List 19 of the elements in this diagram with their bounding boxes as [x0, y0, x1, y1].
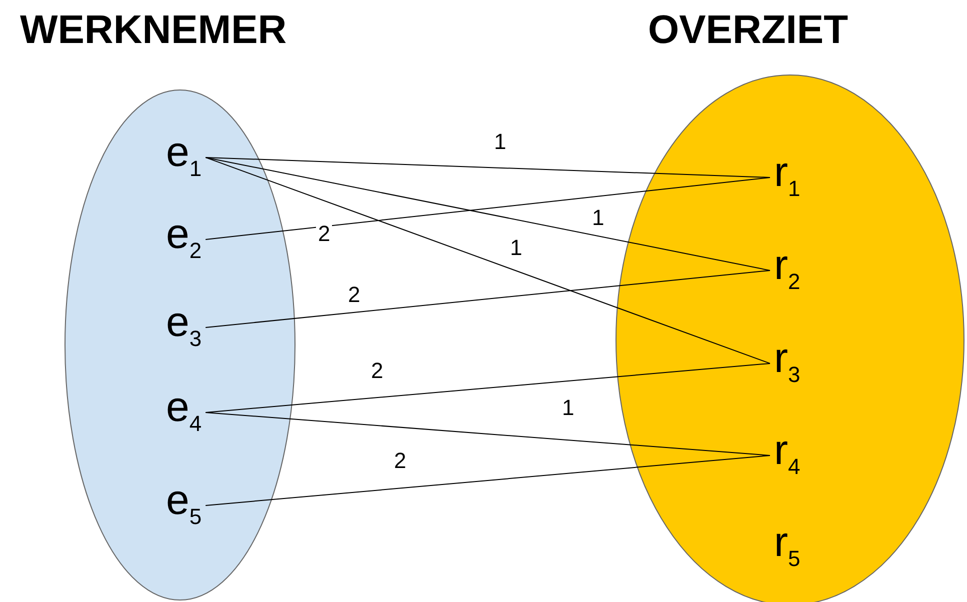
connector-line	[205, 176, 770, 240]
element-label: e$_{4}$	[166, 385, 202, 446]
connector-line	[205, 156, 770, 364]
set-heading: OVERZIET	[648, 8, 848, 53]
connector-line	[205, 412, 770, 456]
element-label: r$_{2}$	[774, 243, 800, 304]
element-label: e$_{3}$	[166, 300, 202, 361]
element-label: r$_{5}$	[774, 520, 800, 581]
element-label: r$_{4}$	[774, 428, 800, 489]
element-label: e$_{5}$	[166, 478, 202, 539]
connector-line	[205, 270, 770, 328]
element-label: r$_{1}$	[774, 150, 800, 211]
element-label: e$_{2}$	[166, 212, 202, 273]
set-heading: WERKNEMER	[20, 8, 287, 53]
connector-line	[205, 454, 770, 506]
element-label: r$_{3}$	[774, 336, 800, 397]
element-label: e$_{1}$	[166, 130, 202, 191]
connector-line	[205, 156, 770, 271]
connector-line	[205, 362, 770, 413]
